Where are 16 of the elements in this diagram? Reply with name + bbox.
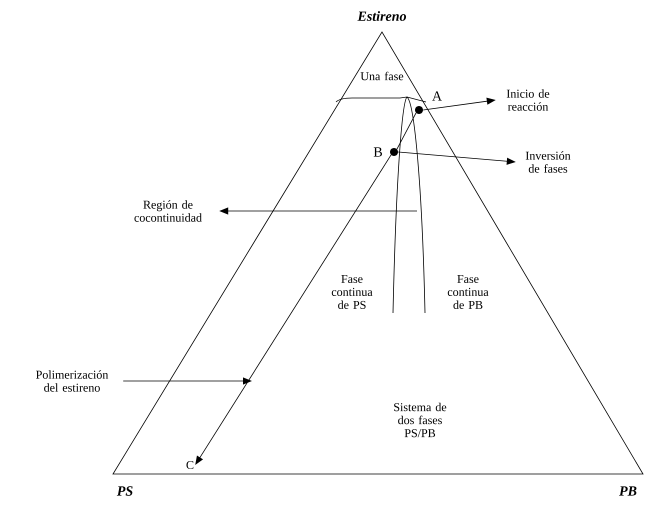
vertex-label: PS [116,486,133,496]
callout-text: C [186,460,194,470]
region-label: Una fase [360,72,404,80]
point-marker [390,148,398,156]
callout-text: Región de cocontinuidad [134,200,202,222]
point-label: B [374,147,382,157]
region-label: Fase continua de PS [332,275,372,309]
region-label: Sistema de dos fases PS/PB [394,402,446,438]
region-label: Fase continua de PB [448,275,488,309]
point-marker [415,106,423,114]
callout-text: Inicio de reacción [506,89,550,111]
vertex-label: Estireno [357,11,406,21]
vertex-label: PB [619,486,636,496]
callout-text: Polimerización del estireno [36,370,108,392]
callout-text: Inversión de fases [526,151,570,173]
point-label: A [432,91,442,101]
